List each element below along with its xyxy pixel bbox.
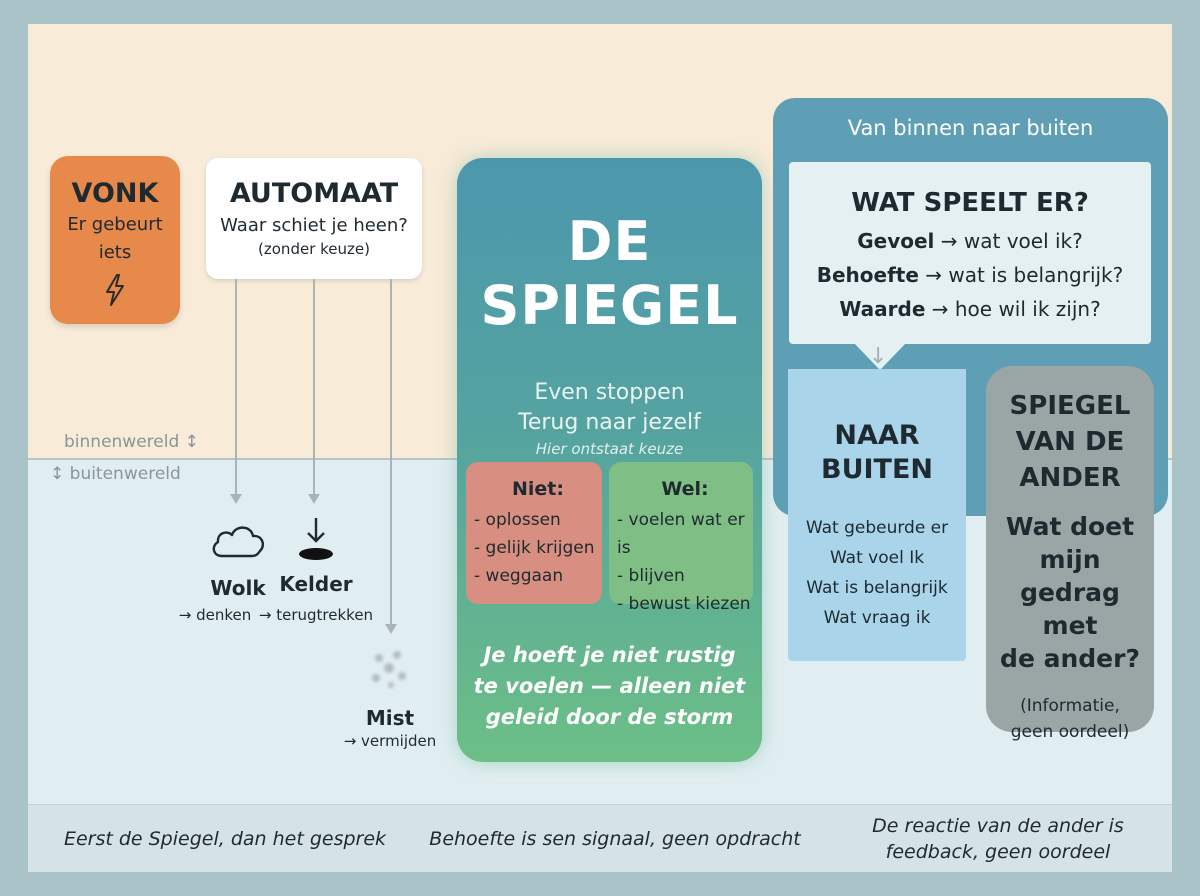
wse-row-waarde-value: → hoe wil ik zijn? bbox=[925, 297, 1101, 321]
spiegel-box: DE SPIEGEL Even stoppen Terug naar jezel… bbox=[457, 158, 762, 762]
lightning-icon bbox=[50, 273, 180, 314]
reaction-kelder-label: Kelder bbox=[279, 572, 353, 596]
wse-row-behoefte-value: → wat is belangrijk? bbox=[918, 263, 1124, 287]
footer-left: Eerst de Spiegel, dan het gesprek bbox=[63, 828, 387, 850]
spiegel-quote-line-1: Je hoeft je niet rustig bbox=[483, 643, 736, 667]
reaction-wolk-sub: → denken bbox=[178, 606, 252, 624]
niet-item: - gelijk krijgen bbox=[474, 538, 595, 558]
naar-buiten-title-2: BUITEN bbox=[820, 454, 933, 485]
wse-row-gevoel-value: → wat voel ik? bbox=[934, 229, 1083, 253]
niet-item: - weggaan bbox=[474, 566, 564, 586]
wel-item: - bewust kiezen bbox=[617, 594, 751, 614]
spiegel-quote-line-3: geleid door de storm bbox=[485, 705, 734, 729]
arrow-down-icon: ↓ bbox=[869, 344, 888, 369]
vonk-title: VONK bbox=[71, 178, 159, 209]
wel-heading: Wel: bbox=[661, 478, 709, 500]
footer-middle: Behoefte is sen signaal, geen opdracht bbox=[429, 828, 801, 850]
niet-item: - oplossen bbox=[474, 510, 561, 530]
naar-buiten-item: Wat voel Ik bbox=[829, 548, 925, 568]
cloud-icon bbox=[178, 520, 298, 564]
wse-row-waarde: Waarde → hoe wil ik zijn? bbox=[789, 292, 1151, 326]
hole-icon bbox=[266, 516, 366, 566]
naar-buiten-item: Wat is belangrijk bbox=[806, 578, 948, 598]
arrow-line-kelder bbox=[313, 279, 315, 497]
spiegel-quote: Je hoeft je niet rustig te voelen — alle… bbox=[457, 640, 762, 733]
wse-row-gevoel: Gevoel → wat voel ik? bbox=[789, 224, 1151, 258]
reaction-mist-label: Mist bbox=[365, 706, 415, 730]
reaction-mist: Mist → vermijden bbox=[340, 646, 440, 750]
wat-speelt-er-title: WAT SPEELT ER? bbox=[851, 188, 1089, 218]
automaat-box: AUTOMAAT Waar schiet je heen? (zonder ke… bbox=[206, 158, 422, 279]
spiegel-line-2: Terug naar jezelf bbox=[518, 410, 701, 435]
spiegel-title-2: SPIEGEL bbox=[480, 274, 739, 337]
arrow-line-mist bbox=[390, 279, 392, 627]
spiegel-title-1: DE bbox=[567, 210, 652, 273]
reaction-wolk-label: Wolk bbox=[210, 576, 266, 600]
naar-buiten-item: Wat vraag ik bbox=[823, 608, 931, 628]
footer-right: De reactie van de ander is feedback, gee… bbox=[848, 805, 1148, 872]
vonk-box: VONK Er gebeurt iets bbox=[50, 156, 180, 324]
spiegel-ander-title-1: SPIEGEL bbox=[1009, 391, 1131, 421]
spiegel-hint: Hier ontstaat keuze bbox=[535, 440, 684, 458]
vonk-line-1: Er gebeurt bbox=[67, 214, 163, 235]
wat-speelt-er-box: WAT SPEELT ER? Gevoel → wat voel ik? Beh… bbox=[789, 162, 1151, 344]
automaat-line-2: (zonder keuze) bbox=[258, 240, 370, 258]
arrow-head-kelder bbox=[308, 494, 320, 504]
vonk-line-2: iets bbox=[98, 242, 132, 263]
naar-buiten-list: Wat gebeurde er Wat voel Ik Wat is belan… bbox=[788, 513, 966, 633]
spiegel-ander-q1: Wat doet bbox=[1005, 512, 1135, 541]
van-binnen-box: Van binnen naar buiten WAT SPEELT ER? Ge… bbox=[773, 98, 1168, 516]
wse-row-behoefte-key: Behoefte bbox=[816, 263, 919, 287]
wel-item: - voelen wat er is bbox=[617, 510, 745, 558]
spiegel-ander-q3: met bbox=[1042, 611, 1098, 640]
footer-right-line-1: De reactie van de ander is bbox=[872, 815, 1124, 837]
spiegel-quote-line-2: te voelen — alleen niet bbox=[473, 674, 746, 698]
reaction-mist-sub: → vermijden bbox=[343, 732, 437, 750]
van-binnen-heading: Van binnen naar buiten bbox=[847, 116, 1094, 140]
wse-row-waarde-key: Waarde bbox=[839, 297, 926, 321]
niet-box: Niet: - oplossen - gelijk krijgen - wegg… bbox=[466, 462, 602, 604]
spiegel-ander-q4: de ander? bbox=[1000, 644, 1140, 673]
footer-right-line-2: feedback, geen oordeel bbox=[885, 841, 1111, 863]
spiegel-ander-title-3: ANDER bbox=[1019, 463, 1121, 493]
inner-world-label: binnenwereld ↕ bbox=[64, 432, 199, 452]
arrow-head-wolk bbox=[230, 494, 242, 504]
naar-buiten-item: Wat gebeurde er bbox=[805, 518, 949, 538]
diagram-frame: binnenwereld ↕ ↕ buitenwereld VONK Er ge… bbox=[28, 24, 1172, 872]
automaat-line-1: Waar schiet je heen? bbox=[220, 215, 408, 236]
spiegel-ander-note-1: (Informatie, bbox=[1020, 696, 1120, 716]
reaction-kelder-sub-wrap: → terugtrekken bbox=[254, 606, 378, 624]
reaction-wolk: Wolk bbox=[178, 520, 298, 600]
spiegel-line-1: Even stoppen bbox=[534, 380, 685, 405]
arrow-head-mist bbox=[385, 624, 397, 634]
wel-item: - blijven bbox=[617, 566, 685, 586]
spiegel-ander-note-2: geen oordeel) bbox=[1010, 722, 1130, 742]
naar-buiten-box: NAAR BUITEN Wat gebeurde er Wat voel Ik … bbox=[788, 369, 966, 661]
spiegel-ander-q2: mijn gedrag bbox=[1020, 545, 1120, 607]
fog-icon bbox=[340, 646, 440, 696]
wse-row-behoefte: Behoefte → wat is belangrijk? bbox=[789, 258, 1151, 292]
spiegel-ander-box: SPIEGEL VAN DE ANDER Wat doet mijn gedra… bbox=[986, 366, 1154, 742]
footer-bar: Eerst de Spiegel, dan het gesprek Behoef… bbox=[28, 804, 1172, 872]
arrow-line-wolk bbox=[235, 279, 237, 497]
wse-row-gevoel-key: Gevoel bbox=[857, 229, 935, 253]
naar-buiten-title-1: NAAR bbox=[834, 420, 920, 451]
niet-heading: Niet: bbox=[512, 478, 564, 500]
reaction-wolk-sub-wrap: → denken bbox=[170, 606, 260, 624]
automaat-title: AUTOMAAT bbox=[229, 178, 399, 209]
spiegel-ander-title-2: VAN DE bbox=[1015, 427, 1125, 457]
outer-world-label: ↕ buitenwereld bbox=[50, 464, 181, 484]
wel-box: Wel: - voelen wat er is - blijven - bewu… bbox=[609, 462, 753, 614]
reaction-kelder-sub: → terugtrekken bbox=[258, 606, 374, 624]
pointer-notch bbox=[853, 342, 907, 370]
reaction-kelder: Kelder bbox=[266, 516, 366, 596]
